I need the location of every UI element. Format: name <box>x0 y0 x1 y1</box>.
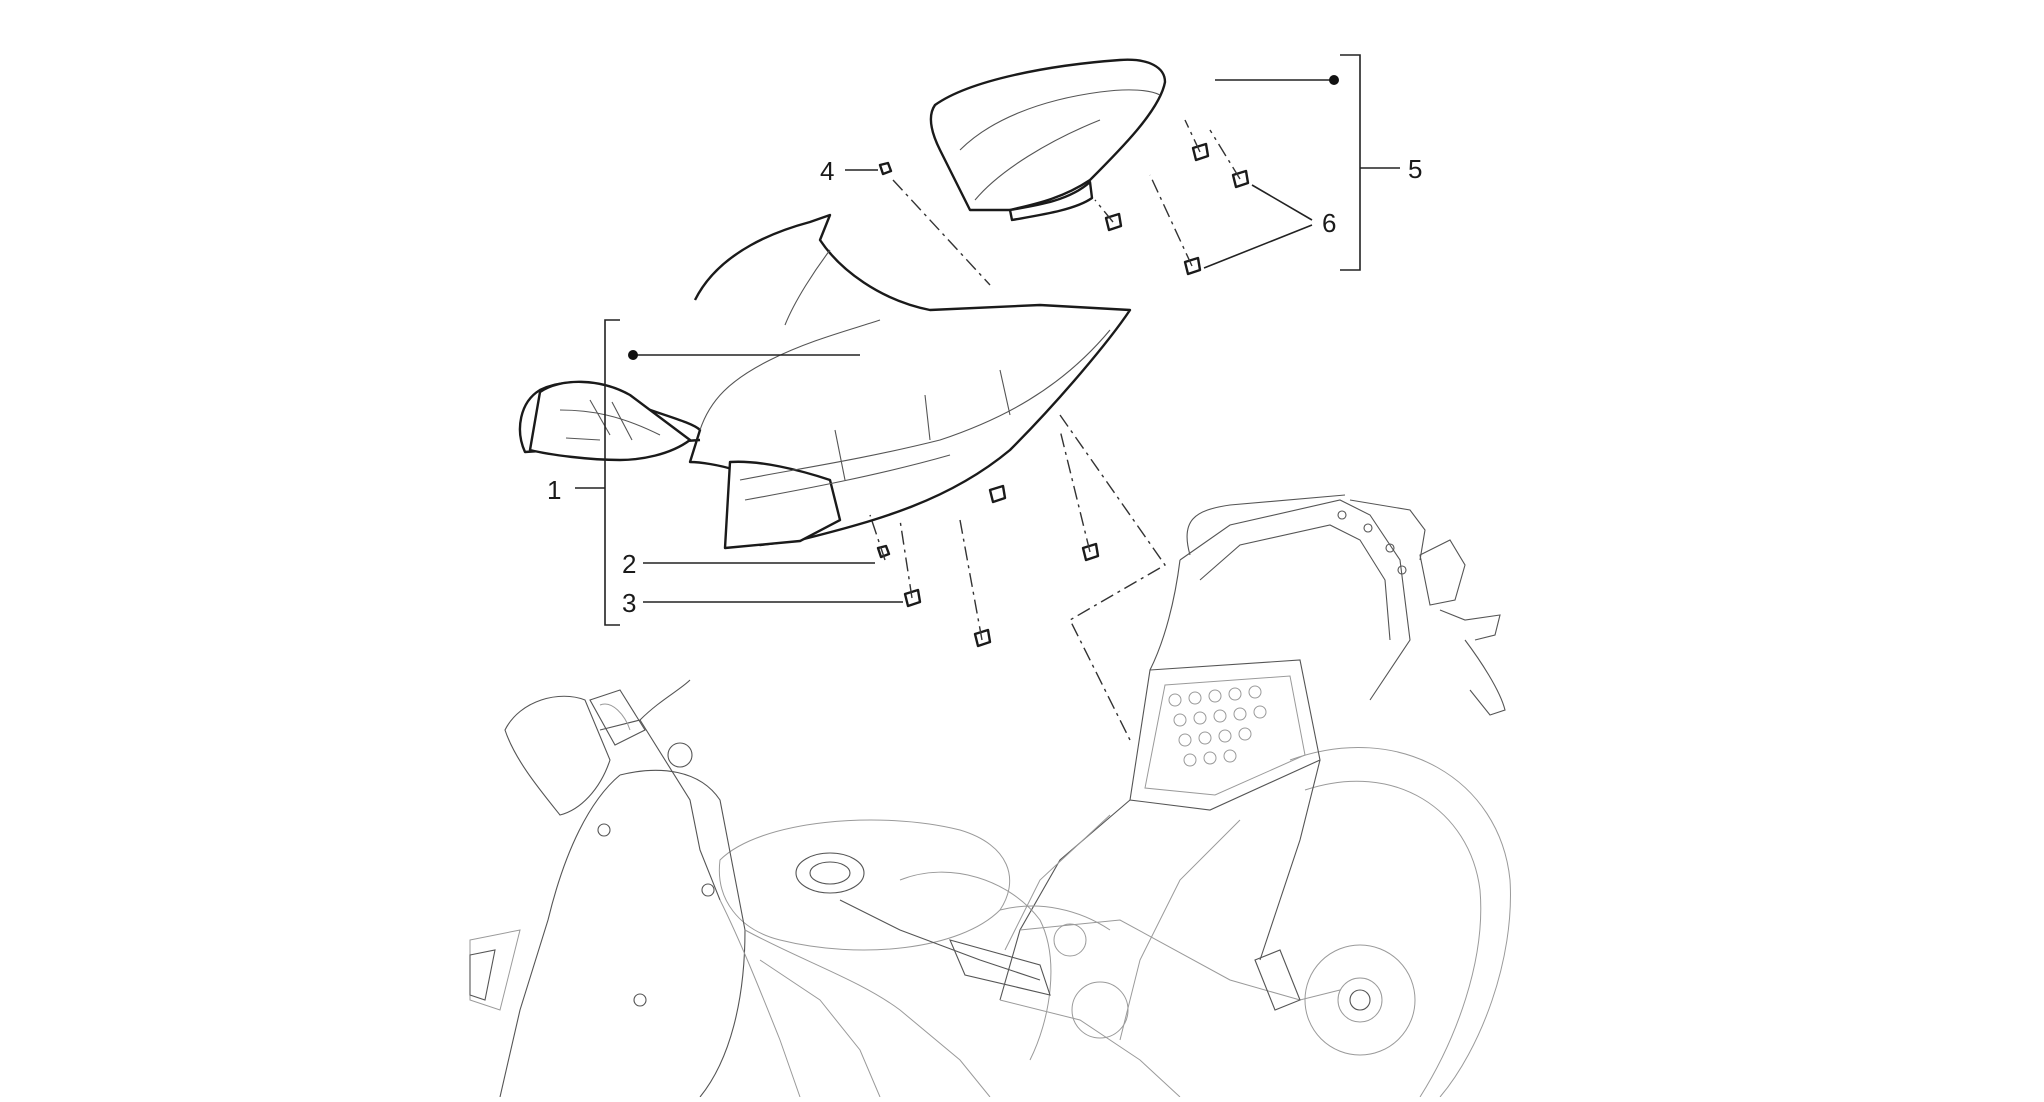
callout-4: 4 <box>820 156 835 186</box>
callout-6: 6 <box>1322 208 1337 238</box>
rider-seat <box>518 213 1132 550</box>
callout-2: 2 <box>622 549 637 579</box>
callout-5: 5 <box>1408 154 1423 184</box>
leader-lines <box>575 54 1400 626</box>
passenger-seat <box>929 58 1167 222</box>
motorcycle-outline <box>469 494 1511 1098</box>
callout-1: 1 <box>547 475 562 505</box>
assembly-lines <box>869 119 1241 741</box>
callout-3: 3 <box>622 588 637 618</box>
